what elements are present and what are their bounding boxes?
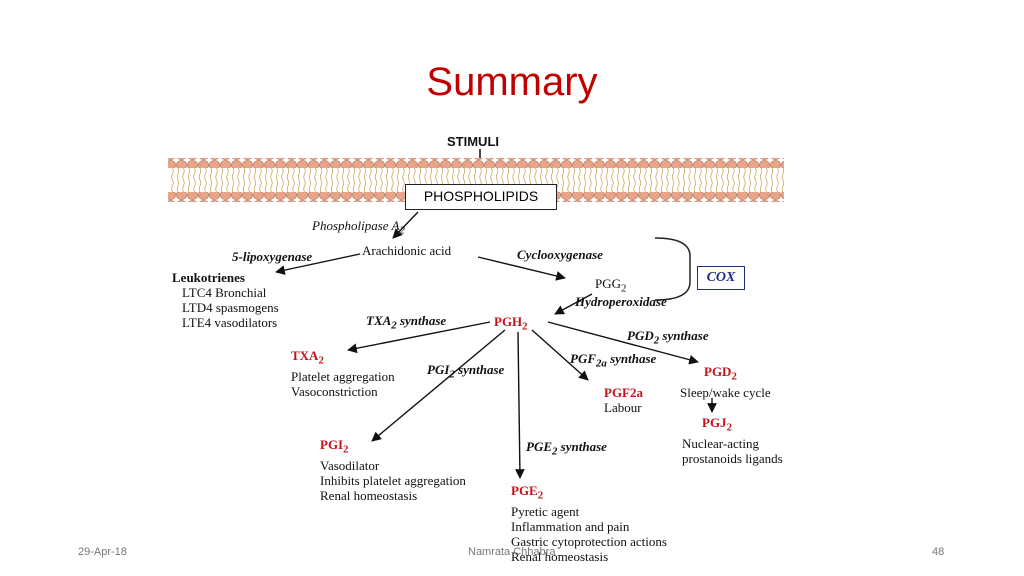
pgj2-block: PGJ2 Nuclear-acting prostanoids ligands xyxy=(682,415,783,466)
arrow-pgh2-pgi2 xyxy=(371,329,506,442)
pgj2-line: prostanoids ligands xyxy=(682,450,783,466)
pgi2-block: PGI2 Vasodilator Inhibits platelet aggre… xyxy=(320,437,466,503)
txa2-line: Vasoconstriction xyxy=(291,383,378,399)
lipoxygenase-label: 5-lipoxygenase xyxy=(232,249,313,264)
pgf2a-synthase-label: PGF2a synthase xyxy=(570,351,657,370)
pge2-line: Gastric cytoprotection actions xyxy=(511,533,667,549)
pgj2-line: Nuclear-acting xyxy=(682,435,759,451)
arachidonic-acid-label: Arachidonic acid xyxy=(362,243,452,258)
pgi2-synthase-label: PGI2 synthase xyxy=(427,362,505,381)
arrow-arachidonic-pgh2 xyxy=(477,256,566,281)
phospholipase-label: Phospholipase A2 xyxy=(312,218,405,237)
footer-author: Namrata Chhabra xyxy=(468,546,556,558)
txa2-block: TXA2 Platelet aggregation Vasoconstricti… xyxy=(291,348,395,399)
leukotrienes-line: LTC4 Bronchial xyxy=(182,285,267,300)
arrow-pgg2-pgh2 xyxy=(554,293,593,315)
pge2-synthase-label: PGE2 synthase xyxy=(526,439,607,458)
hydroperoxidase-label: Hydroperoxidase xyxy=(575,294,667,309)
pge2-head: PGE2 xyxy=(511,483,544,502)
arrow-arachidonic-leukotrienes xyxy=(275,253,361,275)
pgd2-line: Sleep/wake cycle xyxy=(680,384,771,400)
pge2-line: Inflammation and pain xyxy=(511,518,630,534)
leukotrienes-line: LTE4 vasodilators xyxy=(182,315,278,330)
pge2-line: Pyretic agent xyxy=(511,503,580,519)
arrow-pgh2-pgf2a xyxy=(531,329,589,381)
txa2-synthase-label: TXA2 synthase xyxy=(366,313,447,332)
arrow-phospholipids-arachidonic xyxy=(392,211,419,239)
pgi2-line: Inhibits platelet aggregation xyxy=(320,472,466,488)
pgj2-head: PGJ2 xyxy=(702,415,732,434)
arrow-pgh2-txa2 xyxy=(347,321,491,354)
pgi2-line: Renal homeostasis xyxy=(320,487,418,503)
pgg2-label: PGG2 xyxy=(595,276,627,295)
pgi2-line: Vasodilator xyxy=(320,457,380,473)
pgd2-synthase-label: PGD2 synthase xyxy=(627,328,709,347)
leukotrienes-line: LTD4 spasmogens xyxy=(182,300,279,315)
pgf2a-line: Labour xyxy=(604,400,642,415)
cyclooxygenase-label: Cyclooxygenase xyxy=(517,247,603,262)
pgd2-head: PGD2 xyxy=(704,364,737,383)
arrow-pgh2-pge2 xyxy=(514,331,525,479)
footer-date: 29-Apr-18 xyxy=(78,546,127,558)
phospholipids-box: PHOSPHOLIPIDS xyxy=(405,184,557,210)
leukotrienes-head: Leukotrienes xyxy=(172,270,245,285)
pge2-block: PGE2 Pyretic agent Inflammation and pain… xyxy=(511,483,667,564)
pge2-line: Renal homeostasis xyxy=(511,548,609,564)
cox-box: COX xyxy=(697,266,745,290)
stimuli-label: STIMULI xyxy=(447,134,499,149)
pgi2-head: PGI2 xyxy=(320,437,349,456)
arrow-pgh2-pgd2 xyxy=(547,321,699,365)
leukotrienes-block: Leukotrienes LTC4 Bronchial LTD4 spasmog… xyxy=(172,270,279,330)
cox-bracket xyxy=(654,237,691,301)
footer-page-number: 48 xyxy=(932,546,945,558)
slide-title: Summary xyxy=(426,60,598,104)
txa2-head: TXA2 xyxy=(291,348,324,367)
txa2-line: Platelet aggregation xyxy=(291,368,395,384)
pgh2-label: PGH2 xyxy=(494,314,528,333)
pgd2-block: PGD2 Sleep/wake cycle xyxy=(680,364,771,400)
pgf2a-head: PGF2a xyxy=(604,385,643,400)
pgf2a-block: PGF2a Labour xyxy=(604,385,643,415)
